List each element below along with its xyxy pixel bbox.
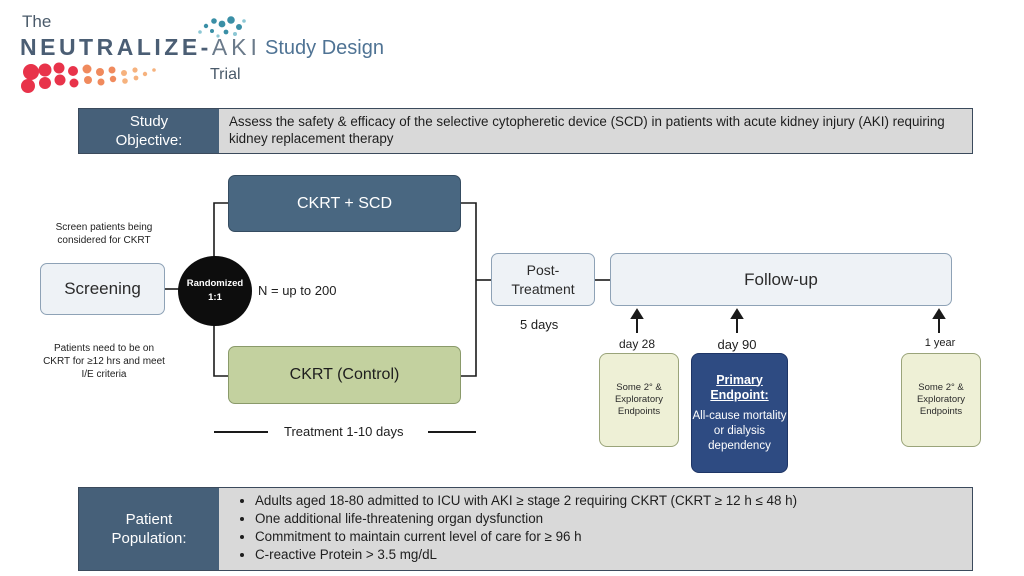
primary-endpoint-desc: All-cause mortality or dialysis dependen… [692, 409, 787, 452]
post-treatment-duration: 5 days [520, 317, 559, 332]
sample-size-label: N = up to 200 [258, 283, 337, 298]
randomized-ratio: 1:1 [208, 292, 222, 303]
primary-endpoint-box: Primary Endpoint: All-cause mortality or… [691, 353, 788, 473]
population-criteria-list: Adults aged 18-80 admitted to ICU with A… [229, 488, 962, 564]
treatment-duration-label: Treatment 1-10 days [284, 424, 404, 439]
post-treatment-line1: Post- [526, 261, 560, 278]
logo-wordmark: NEUTRALIZE-AKI [20, 34, 261, 61]
logo-trial-text: Trial [210, 66, 241, 83]
arm-ckrt-scd-box: CKRT + SCD [228, 175, 461, 232]
population-criteria: Adults aged 18-80 admitted to ICU with A… [219, 488, 972, 570]
objective-label-line1: Study [129, 113, 169, 130]
post-treatment-line2: Treatment [511, 280, 575, 297]
objective-label-line2: Objective: [115, 132, 183, 149]
primary-endpoint-title: Primary Endpoint: [710, 372, 769, 402]
population-criterion: C-reactive Protein > 3.5 mg/dL [255, 546, 962, 564]
screening-note-top: Screen patients being considered for CKR… [55, 222, 153, 246]
population-criterion: Commitment to maintain current level of … [255, 528, 962, 546]
arm-ckrt-control-box: CKRT (Control) [228, 346, 461, 404]
follow-up-box: Follow-up [610, 253, 952, 306]
logo-the-text: The [22, 12, 52, 31]
screening-box: Screening [40, 263, 165, 315]
timepoint-1year: 1 year [924, 337, 956, 349]
population-criterion: One additional life-threatening organ dy… [255, 510, 962, 528]
randomized-circle: Randomized 1:1 [178, 256, 252, 326]
secondary-endpoints-1year: Some 2° & Exploratory Endpoints [901, 353, 981, 447]
randomized-label: Randomized [186, 278, 244, 289]
study-objective-text: Assess the safety & efficacy of the sele… [229, 114, 945, 146]
timepoint-day28: day 28 [618, 337, 656, 351]
population-criterion: Adults aged 18-80 admitted to ICU with A… [255, 492, 962, 510]
post-treatment-box: Post- Treatment [491, 253, 595, 306]
population-label-line2: Population: [111, 530, 187, 547]
timepoint-day90: day 90 [717, 337, 757, 352]
logo-dots-graphic [21, 16, 246, 93]
logo-aki-text: AKI [211, 34, 261, 60]
logo-neutralize-text: NEUTRALIZE- [20, 34, 212, 60]
secondary-endpoints-day28: Some 2° & Exploratory Endpoints [599, 353, 679, 447]
population-label-line1: Patient [125, 511, 173, 528]
page-title: Study Design [265, 37, 384, 59]
screening-note-bottom: Patients need to be on CKRT for ≥12 hrs … [43, 343, 165, 380]
